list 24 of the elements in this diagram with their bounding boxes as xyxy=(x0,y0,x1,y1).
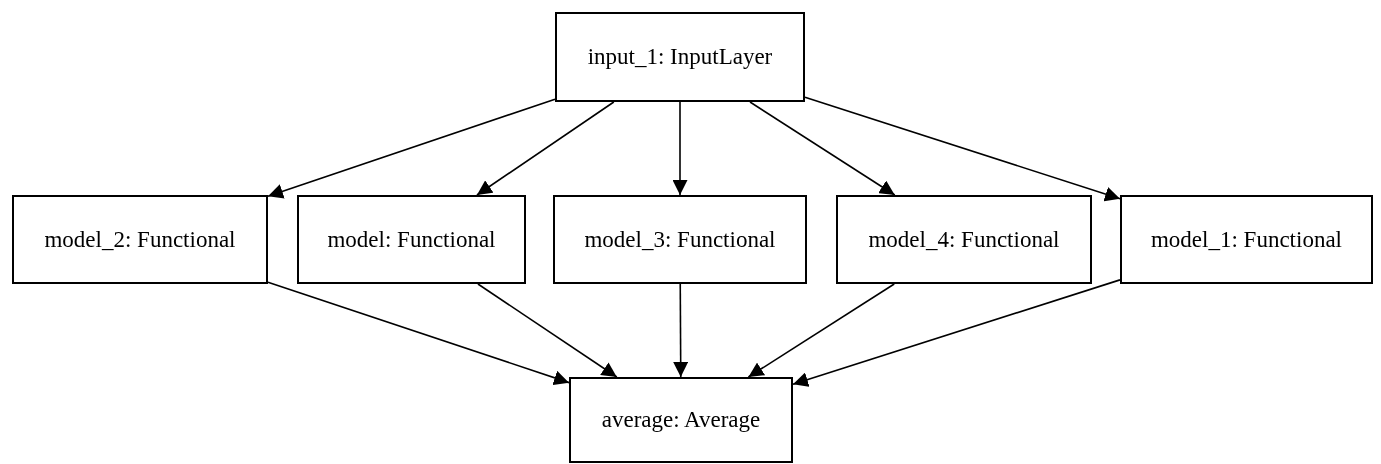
arrow xyxy=(792,279,1121,387)
layer-label: model_3: Functional xyxy=(584,226,776,253)
layer-label: model_4: Functional xyxy=(868,226,1060,253)
arrow xyxy=(267,98,556,199)
layer-box xyxy=(569,377,793,463)
layer-label: model_2: Functional xyxy=(44,226,236,253)
layer-box xyxy=(297,195,526,284)
layer-label: model: Functional xyxy=(327,226,496,253)
layer-label: model_1: Functional xyxy=(1151,226,1342,253)
arrow xyxy=(476,101,615,196)
arrow xyxy=(804,96,1121,202)
arrow xyxy=(267,281,570,385)
arrow xyxy=(477,283,618,378)
arrow xyxy=(747,283,896,378)
layer-box xyxy=(1120,195,1373,284)
layer-box xyxy=(836,195,1092,284)
layer-label: average: Average xyxy=(601,407,761,433)
layer-label: input_1: InputLayer xyxy=(587,44,773,70)
arrow xyxy=(672,101,688,196)
layer-box xyxy=(12,195,268,284)
layer-box xyxy=(555,12,805,102)
arrow xyxy=(673,283,689,378)
layer-box xyxy=(553,195,807,284)
arrow xyxy=(749,101,896,196)
